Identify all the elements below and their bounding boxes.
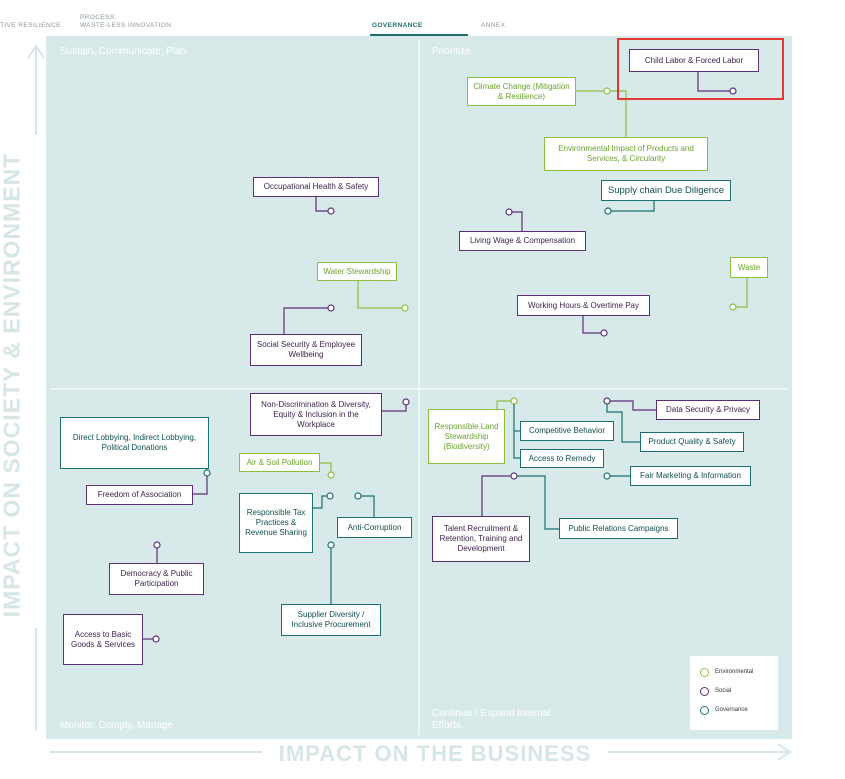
topic-supply-chain-due-diligence[interactable]: Supply chain Due Diligence — [601, 180, 731, 201]
legend-item-environmental: Environmental — [700, 666, 753, 678]
nav-tab-governance[interactable]: GOVERNANCE — [372, 22, 423, 29]
nav-tab-process[interactable]: PROCESS: WASTE-LESS INNOVATION — [80, 14, 172, 29]
topic-public-relations[interactable]: Public Relations Campaigns — [559, 518, 678, 539]
connector-product-quality — [606, 404, 640, 443]
connector-working-hours — [582, 316, 608, 337]
horizontal-axis-arrowhead — [777, 743, 792, 761]
connector-democracy — [153, 541, 161, 563]
connector-tax — [313, 492, 334, 509]
topic-responsible-tax[interactable]: Responsible Tax Practices & Revenue Shar… — [239, 493, 313, 553]
connector-supplier-diversity — [327, 541, 335, 604]
connector-climate-change — [576, 87, 627, 137]
environmental-circle-icon — [700, 667, 709, 677]
connector-data-security — [603, 397, 656, 411]
connector-waste — [729, 278, 748, 311]
topic-fair-marketing[interactable]: Fair Marketing & Information — [630, 466, 751, 486]
nav-tab-resilience[interactable]: TIVE RESILIENCE — [0, 22, 61, 29]
topic-child-labor[interactable]: Child Labor & Forced Labor — [629, 49, 759, 72]
connector-competitive-remedy — [513, 404, 520, 459]
topic-competitive-behavior[interactable]: Competitive Behavior — [520, 421, 614, 441]
connector-non-discrimination — [382, 398, 410, 412]
topic-environmental-impact-products[interactable]: Environmental Impact of Products and Ser… — [544, 137, 708, 171]
quadrant-label-top-right: Prioritize — [432, 46, 471, 57]
topic-social-security[interactable]: Social Security & Employee Wellbeing — [250, 334, 362, 366]
topic-waste[interactable]: Waste — [730, 257, 768, 278]
connector-anti-corruption — [354, 492, 375, 517]
connector-social-security — [283, 304, 335, 334]
legend-item-governance: Governance — [700, 704, 748, 716]
legend: Environmental Social Governance — [690, 656, 778, 730]
connector-water — [357, 281, 409, 312]
connector-child-labor — [697, 72, 737, 95]
topic-access-to-basic-goods[interactable]: Access to Basic Goods & Services — [63, 614, 143, 665]
topic-air-soil-pollution[interactable]: Air & Soil Pollution — [239, 453, 320, 472]
connector-living-wage — [505, 208, 523, 231]
connector-basic-goods — [143, 635, 160, 643]
topic-access-to-remedy[interactable]: Access to Remedy — [520, 449, 604, 468]
active-tab-indicator — [370, 34, 468, 37]
topic-working-hours[interactable]: Working Hours & Overtime Pay — [517, 295, 650, 316]
quadrant-label-bottom-right: Continue / Expand Internal Efforts — [432, 708, 551, 731]
social-circle-icon — [700, 686, 709, 696]
connector-freedom-association — [193, 476, 208, 495]
topic-product-quality-safety[interactable]: Product Quality & Safety — [640, 432, 744, 452]
quadrant-label-top-left: Sustain, Communicate, Plan — [60, 46, 187, 57]
governance-circle-icon — [700, 705, 709, 715]
topic-supplier-diversity[interactable]: Supplier Diversity / Inclusive Procureme… — [281, 604, 381, 636]
highlight-box — [617, 38, 784, 100]
topic-anti-corruption[interactable]: Anti-Corruption — [337, 517, 412, 538]
topic-talent-recruitment[interactable]: Talent Recruitment & Retention, Training… — [432, 516, 530, 562]
nav-tab-annex[interactable]: ANNEX — [481, 22, 506, 29]
topic-water-stewardship[interactable]: Water Stewardship — [317, 262, 397, 281]
quadrant-label-bottom-left: Monitor, Comply, Manage — [60, 720, 174, 731]
topic-occupational-health-safety[interactable]: Occupational Health & Safety — [253, 177, 379, 197]
connector-public-relations — [517, 475, 559, 530]
connector-occupational-health — [315, 197, 335, 215]
topic-freedom-of-association[interactable]: Freedom of Association — [86, 485, 193, 505]
horizontal-axis-label: IMPACT ON THE BUSINESS — [278, 741, 592, 766]
vertical-axis-arrowhead — [27, 44, 45, 59]
topic-living-wage[interactable]: Living Wage & Compensation — [459, 231, 586, 251]
topic-responsible-land-stewardship[interactable]: Responsible Land Stewardship (Biodiversi… — [428, 409, 505, 464]
connector-fair-marketing — [603, 472, 630, 480]
legend-item-social: Social — [700, 685, 731, 697]
top-navigation: TIVE RESILIENCE PROCESS: WASTE-LESS INNO… — [0, 0, 845, 37]
connector-supply-chain — [604, 201, 655, 215]
connector-air-soil — [320, 462, 335, 479]
topic-democracy[interactable]: Democracy & Public Participation — [109, 563, 204, 595]
topic-climate-change[interactable]: Climate Change (Mitigation & Resilience) — [467, 77, 576, 106]
connector-talent — [481, 472, 518, 516]
topic-data-security-privacy[interactable]: Data Security & Privacy — [656, 400, 760, 420]
topic-lobbying[interactable]: Direct Lobbying, Indirect Lobbying, Poli… — [60, 417, 209, 469]
topic-non-discrimination[interactable]: Non-Discrimination & Diversity, Equity &… — [250, 393, 382, 436]
